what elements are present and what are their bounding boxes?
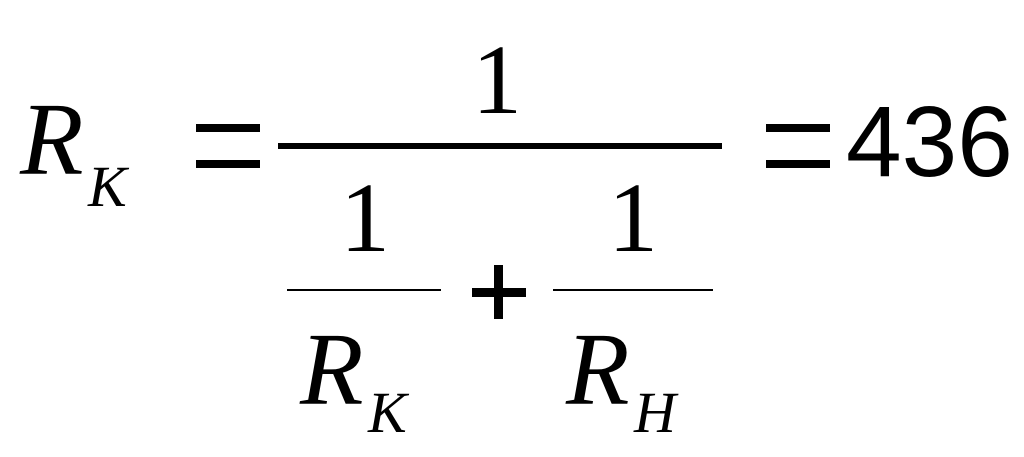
lhs-subscript: K [88, 154, 127, 219]
term2-symbol: R [566, 312, 630, 427]
equals-sign-2 [766, 124, 830, 168]
plus-sign [472, 265, 526, 319]
term2-subscript: H [634, 380, 676, 445]
main-numerator: 1 [472, 24, 522, 135]
term1-fraction-bar [287, 289, 441, 291]
term1-symbol: R [300, 312, 364, 427]
term2-fraction-bar [553, 289, 713, 291]
term1-subscript: K [368, 380, 407, 445]
term2-numerator: 1 [608, 162, 658, 273]
equals-sign-1 [196, 124, 260, 168]
term1-numerator: 1 [340, 162, 390, 273]
main-fraction-bar [278, 143, 722, 149]
result-value: 436 [846, 86, 1013, 198]
lhs-symbol: R [20, 82, 84, 197]
